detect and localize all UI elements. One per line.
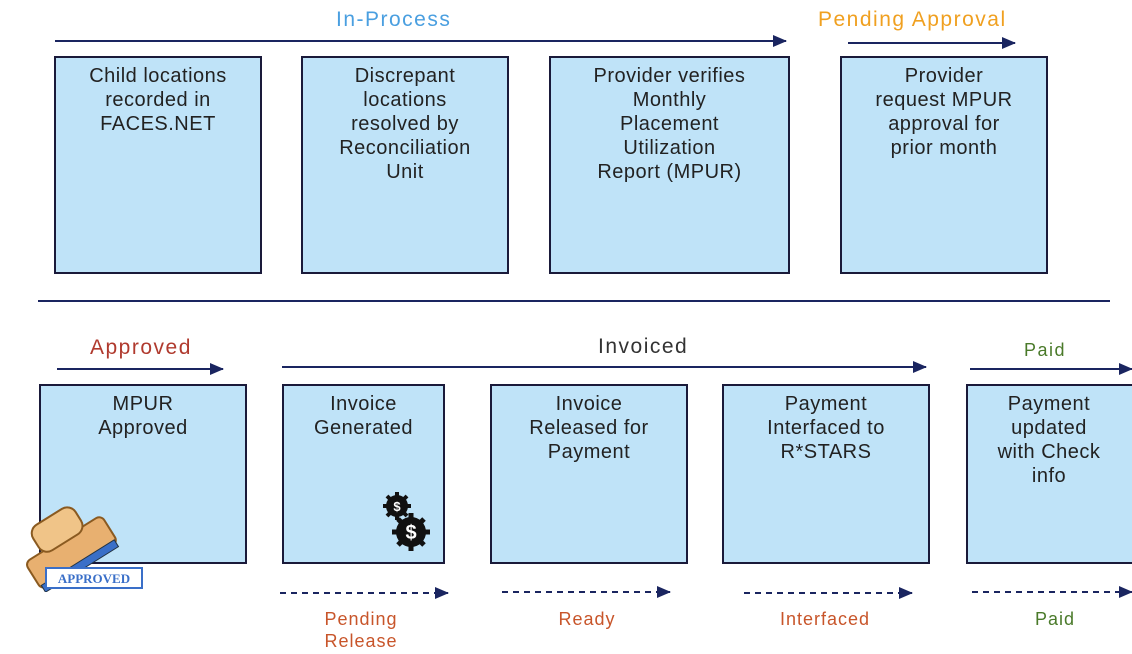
status-paid: Paid bbox=[1034, 609, 1076, 629]
step-invoice-released: Invoice Released for Payment bbox=[490, 384, 688, 564]
phase-in-process: In-Process bbox=[336, 8, 452, 31]
step-payment-updated: Payment updated with Check info bbox=[966, 384, 1132, 564]
step-discrepant-locations: Discrepant locations resolved by Reconci… bbox=[301, 56, 509, 274]
phase-paid: Paid bbox=[1024, 340, 1067, 360]
svg-text:$: $ bbox=[393, 499, 401, 514]
step-payment-interfaced: Payment Interfaced to R*STARS bbox=[722, 384, 930, 564]
step-child-locations: Child locations recorded in FACES.NET bbox=[54, 56, 262, 274]
status-ready: Ready bbox=[558, 609, 616, 629]
dollar-gears-icon: $ $ bbox=[383, 492, 430, 551]
step-invoice-generated: Invoice Generated bbox=[282, 384, 445, 564]
step-provider-verifies: Provider verifies Monthly Placement Util… bbox=[549, 56, 790, 274]
stamp-text: APPROVED bbox=[58, 571, 130, 586]
phase-pending-approval: Pending Approval bbox=[818, 8, 1007, 31]
svg-text:$: $ bbox=[405, 522, 416, 544]
approved-stamp-icon: APPROVED bbox=[26, 506, 143, 592]
phase-invoiced: Invoiced bbox=[598, 335, 689, 358]
phase-approved: Approved bbox=[90, 336, 192, 359]
step-provider-request: Provider request MPUR approval for prior… bbox=[840, 56, 1048, 274]
status-pending-release: Pending Release bbox=[324, 609, 398, 651]
status-interfaced: Interfaced bbox=[779, 609, 871, 629]
